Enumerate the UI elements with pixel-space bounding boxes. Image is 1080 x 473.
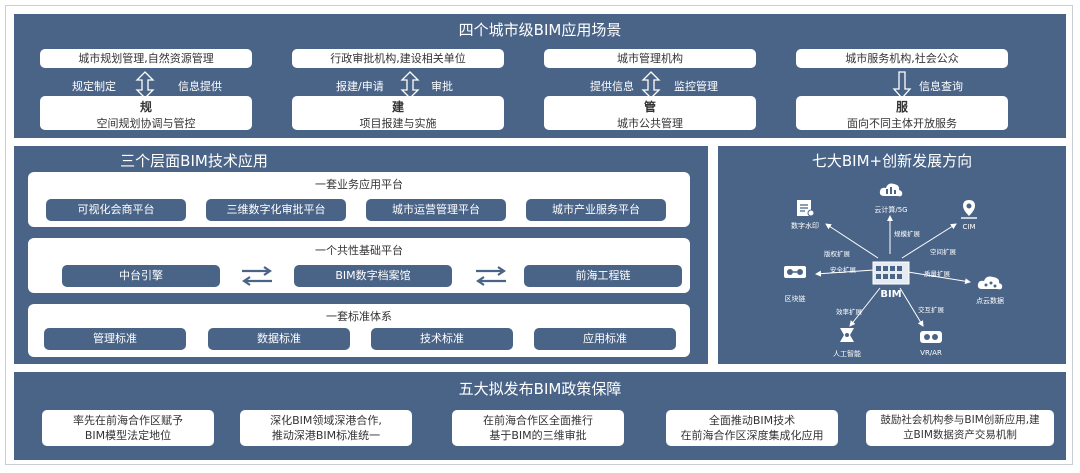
edge-label-0: 版权扩展 bbox=[824, 250, 850, 258]
edge-label-3: 安全扩展 bbox=[830, 266, 856, 274]
source-box-manage: 城市管理机构 bbox=[544, 49, 756, 68]
source-box-build: 行政审批机构,建设相关单位 bbox=[292, 49, 504, 68]
left-label-build: 报建/申请 bbox=[336, 80, 384, 93]
source-box-service: 城市服务机构,社会公众 bbox=[796, 49, 1008, 68]
edge-label-1: 规模扩展 bbox=[894, 230, 920, 238]
policy-item-3-line1: 全面推动BIM技术 bbox=[708, 414, 796, 427]
policy-item-4-line1: 鼓励社会机构参与BIM创新应用,建 bbox=[880, 414, 1040, 426]
scenarios-title: 四个城市级BIM应用场景 bbox=[458, 21, 622, 39]
node-label-3: 区块链 bbox=[784, 295, 806, 303]
innovation-title: 七大BIM+创新发展方向 bbox=[811, 152, 973, 170]
standard-item-0: 管理标准 bbox=[44, 328, 186, 350]
policy-item-0-line1: 率先在前海合作区赋予 bbox=[73, 414, 183, 427]
scene-code-plan: 规 bbox=[139, 100, 152, 114]
node-label-4: 点云数据 bbox=[976, 297, 1004, 305]
exchange-arrows-icon bbox=[242, 266, 272, 286]
standard-item-3: 应用标准 bbox=[534, 328, 676, 350]
left-label-manage: 提供信息 bbox=[590, 80, 634, 93]
blockchain-icon bbox=[784, 266, 806, 278]
policy-item-1-line1: 深化BIM领域深港合作, bbox=[270, 414, 382, 427]
right-label-build: 审批 bbox=[431, 80, 453, 93]
common-platform-box: 一个共性基础平台 中台引擎 BIM数字档案馆 前海工程链 bbox=[28, 238, 690, 293]
vr-headset-icon bbox=[920, 331, 942, 343]
policy-title: 五大拟发布BIM政策保障 bbox=[458, 380, 622, 398]
scene-code-service: 服 bbox=[895, 100, 908, 114]
scene-desc-plan: 空间规划协调与管控 bbox=[96, 117, 196, 130]
business-item-1: 三维数字化审批平台 bbox=[206, 199, 346, 221]
business-platform-title: 一套业务应用平台 bbox=[315, 178, 403, 191]
scene-box-service: 服 面向不同主体开放服务 bbox=[796, 96, 1008, 130]
scene-code-build: 建 bbox=[391, 100, 404, 114]
node-label-0: 数字水印 bbox=[791, 222, 819, 230]
double-arrow-icon bbox=[135, 71, 155, 99]
policy-item-3: 全面推动BIM技术在前海合作区深度集成化应用 bbox=[666, 410, 838, 446]
right-label-manage: 监控管理 bbox=[674, 80, 718, 93]
radial-connectors bbox=[815, 215, 971, 327]
double-arrow-icon bbox=[400, 71, 420, 99]
business-item-2: 城市运营管理平台 bbox=[366, 199, 506, 221]
policy-item-2: 在前海合作区全面推行基于BIM的三维审批 bbox=[452, 410, 624, 446]
cloud-icon bbox=[879, 183, 903, 197]
tech-title: 三个层面BIM技术应用 bbox=[120, 152, 268, 170]
edge-label-5: 效率扩展 bbox=[836, 308, 862, 316]
source-box-planning: 城市规划管理,自然资源管理 bbox=[40, 49, 252, 68]
left-label-planning: 规定制定 bbox=[72, 80, 116, 93]
policy-item-1-line2: 推动深港BIM标准统一 bbox=[271, 429, 381, 442]
right-label-service: 信息查询 bbox=[919, 80, 963, 93]
scene-desc-manage: 城市公共管理 bbox=[617, 117, 683, 130]
right-label-planning: 信息提供 bbox=[178, 80, 222, 93]
double-arrow-icon bbox=[641, 71, 661, 99]
scene-desc-service: 面向不同主体开放服务 bbox=[847, 117, 957, 130]
standard-item-2: 技术标准 bbox=[371, 328, 513, 350]
scene-box-build: 建 项目报建与实施 bbox=[292, 96, 504, 130]
point-cloud-icon bbox=[977, 276, 1003, 290]
scene-box-manage: 管 城市公共管理 bbox=[544, 96, 756, 130]
edge-label-4: 质量扩展 bbox=[924, 270, 950, 278]
building-icon bbox=[872, 261, 910, 285]
policy-item-2-line1: 在前海合作区全面推行 bbox=[483, 414, 593, 427]
policy-item-4: 鼓励社会机构参与BIM创新应用,建立BIM数据资产交易机制 bbox=[866, 410, 1054, 446]
policy-item-0-line2: BIM模型法定地位 bbox=[84, 429, 172, 442]
standard-item-1: 数据标准 bbox=[208, 328, 350, 350]
node-label-5: 人工智能 bbox=[833, 350, 861, 358]
policy-item-2-line2: 基于BIM的三维审批 bbox=[489, 429, 587, 442]
edge-label-2: 空间扩展 bbox=[930, 248, 956, 256]
common-item-1: BIM数字档案馆 bbox=[294, 265, 452, 287]
map-pin-icon bbox=[961, 200, 977, 219]
center-label: BIM bbox=[880, 289, 902, 300]
common-item-0: 中台引擎 bbox=[62, 265, 220, 287]
node-label-6: VR/AR bbox=[920, 349, 942, 357]
edge-label-6: 交互扩展 bbox=[918, 306, 944, 314]
business-item-0: 可视化会商平台 bbox=[46, 199, 186, 221]
scene-desc-build: 项目报建与实施 bbox=[359, 117, 437, 130]
common-item-2: 前海工程链 bbox=[524, 265, 682, 287]
standards-title: 一套标准体系 bbox=[326, 310, 392, 323]
innovation-panel: 七大BIM+创新发展方向 BIM 数字水印 云计算/5G CIM 区块链 点云数… bbox=[718, 146, 1066, 364]
ai-icon bbox=[840, 328, 854, 342]
business-platform-box: 一套业务应用平台 可视化会商平台 三维数字化审批平台 城市运营管理平台 城市产业… bbox=[28, 172, 690, 227]
policy-item-3-line2: 在前海合作区深度集成化应用 bbox=[680, 429, 824, 442]
tech-panel: 三个层面BIM技术应用 一套业务应用平台 可视化会商平台 三维数字化审批平台 城… bbox=[14, 146, 708, 364]
policy-panel: 五大拟发布BIM政策保障 率先在前海合作区赋予 BIM模型法定地位 深化BIM领域… bbox=[14, 372, 1066, 460]
node-label-1: 云计算/5G bbox=[874, 206, 908, 214]
scene-code-manage: 管 bbox=[643, 100, 656, 114]
scene-box-plan: 规 空间规划协调与管控 bbox=[40, 96, 252, 130]
document-icon bbox=[797, 200, 815, 217]
node-label-2: CIM bbox=[962, 223, 976, 231]
common-platform-title: 一个共性基础平台 bbox=[315, 244, 403, 257]
business-item-3: 城市产业服务平台 bbox=[526, 199, 666, 221]
policy-item-4-line2: 立BIM数据资产交易机制 bbox=[903, 429, 1017, 441]
scenarios-panel: 四个城市级BIM应用场景 城市规划管理,自然资源管理 规定制定 信息提供 规 空… bbox=[14, 14, 1066, 138]
policy-item-0: 率先在前海合作区赋予 BIM模型法定地位 bbox=[42, 410, 214, 446]
standards-box: 一套标准体系 管理标准 数据标准 技术标准 应用标准 bbox=[28, 304, 690, 357]
down-arrow-icon bbox=[892, 71, 912, 99]
exchange-arrows-icon bbox=[476, 266, 506, 286]
policy-item-1: 深化BIM领域深港合作, 推动深港BIM标准统一 bbox=[240, 410, 412, 446]
